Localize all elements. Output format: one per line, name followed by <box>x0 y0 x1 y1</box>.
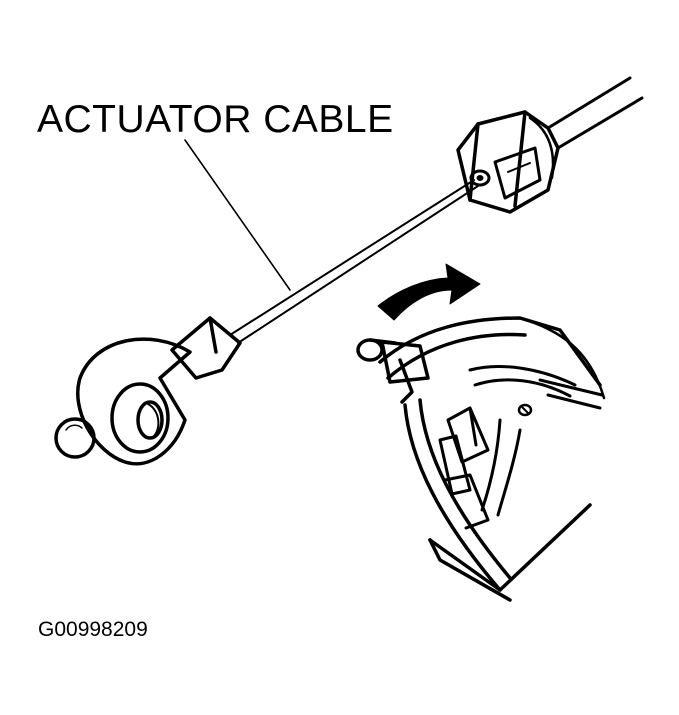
cable-housing <box>548 78 642 148</box>
cable-ball-end <box>56 419 94 457</box>
actuator-cable-wire <box>230 180 478 343</box>
brake-backing-plate <box>380 318 604 600</box>
parking-brake-lever <box>358 340 428 402</box>
cable-end-eye <box>78 339 190 464</box>
direction-arrow <box>378 264 480 320</box>
callout-leader-line <box>185 140 290 290</box>
actuator-cable-label: ACTUATOR CABLE <box>37 98 394 141</box>
cable-end-fitting <box>458 112 558 212</box>
ball-highlight <box>66 425 82 430</box>
cable-ferrule <box>172 318 240 378</box>
figure-id-label: G00998209 <box>38 618 148 641</box>
brake-shoe <box>440 366 602 528</box>
